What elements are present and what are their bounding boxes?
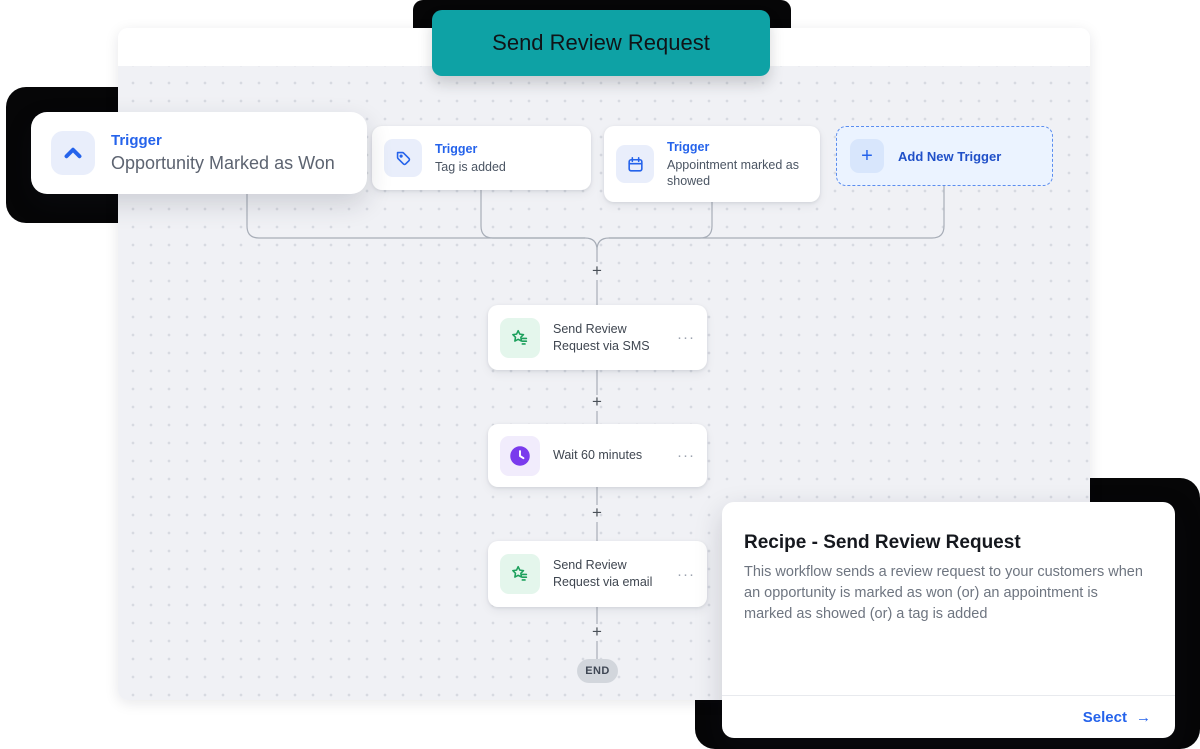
trigger-title: Tag is added bbox=[435, 160, 506, 174]
add-step-button[interactable]: + bbox=[592, 622, 602, 641]
action-card-wait[interactable]: Wait 60 minutes ··· bbox=[488, 424, 707, 487]
clock-icon bbox=[500, 435, 540, 476]
workflow-title-banner: Send Review Request bbox=[432, 10, 770, 76]
trigger-type-label: Trigger bbox=[111, 131, 162, 149]
trigger-card-opportunity-won[interactable]: Trigger Opportunity Marked as Won bbox=[31, 112, 367, 194]
plus-glyph: + bbox=[861, 145, 873, 167]
add-step-button[interactable]: + bbox=[592, 392, 602, 411]
workflow-title: Send Review Request bbox=[492, 30, 710, 55]
action-title: Send Review Request via email bbox=[553, 558, 653, 589]
plus-icon: + bbox=[850, 139, 884, 173]
arrow-right-icon: → bbox=[1136, 708, 1151, 726]
recipe-footer: Select → bbox=[722, 695, 1175, 738]
review-star-icon bbox=[500, 554, 540, 594]
end-node: END bbox=[577, 659, 618, 683]
action-card-review-sms[interactable]: Send Review Request via SMS ··· bbox=[488, 305, 707, 370]
trigger-title: Opportunity Marked as Won bbox=[111, 152, 335, 173]
recipe-card: Recipe - Send Review Request This workfl… bbox=[722, 502, 1175, 738]
ellipsis-menu-icon[interactable]: ··· bbox=[677, 565, 695, 583]
trigger-card-appointment-showed[interactable]: Trigger Appointment marked as showed bbox=[604, 126, 820, 202]
select-label: Select bbox=[1082, 708, 1127, 726]
trigger-title: Appointment marked as showed bbox=[667, 157, 800, 189]
calendar-icon bbox=[616, 145, 654, 183]
action-card-review-email[interactable]: Send Review Request via email ··· bbox=[488, 541, 707, 607]
trigger-card-tag-added[interactable]: Trigger Tag is added bbox=[372, 126, 591, 190]
chevron-up-icon bbox=[51, 131, 95, 175]
add-step-button[interactable]: + bbox=[592, 503, 602, 522]
select-button[interactable]: Select → bbox=[1083, 709, 1151, 726]
trigger-type-label: Trigger bbox=[667, 139, 710, 154]
tag-icon bbox=[384, 139, 422, 177]
add-new-trigger-button[interactable]: + Add New Trigger bbox=[836, 126, 1053, 186]
recipe-description: This workflow sends a review request to … bbox=[744, 564, 1143, 623]
ellipsis-menu-icon[interactable]: ··· bbox=[677, 447, 695, 464]
action-title: Wait 60 minutes bbox=[553, 448, 643, 463]
action-title: Send Review Request via SMS bbox=[553, 321, 650, 353]
add-trigger-label: Add New Trigger bbox=[898, 148, 1002, 164]
trigger-type-label: Trigger bbox=[435, 141, 478, 156]
ellipsis-menu-icon[interactable]: ··· bbox=[677, 329, 695, 346]
review-star-icon bbox=[500, 317, 540, 358]
recipe-title: Recipe - Send Review Request bbox=[744, 532, 1021, 553]
add-step-button[interactable]: + bbox=[592, 261, 602, 280]
